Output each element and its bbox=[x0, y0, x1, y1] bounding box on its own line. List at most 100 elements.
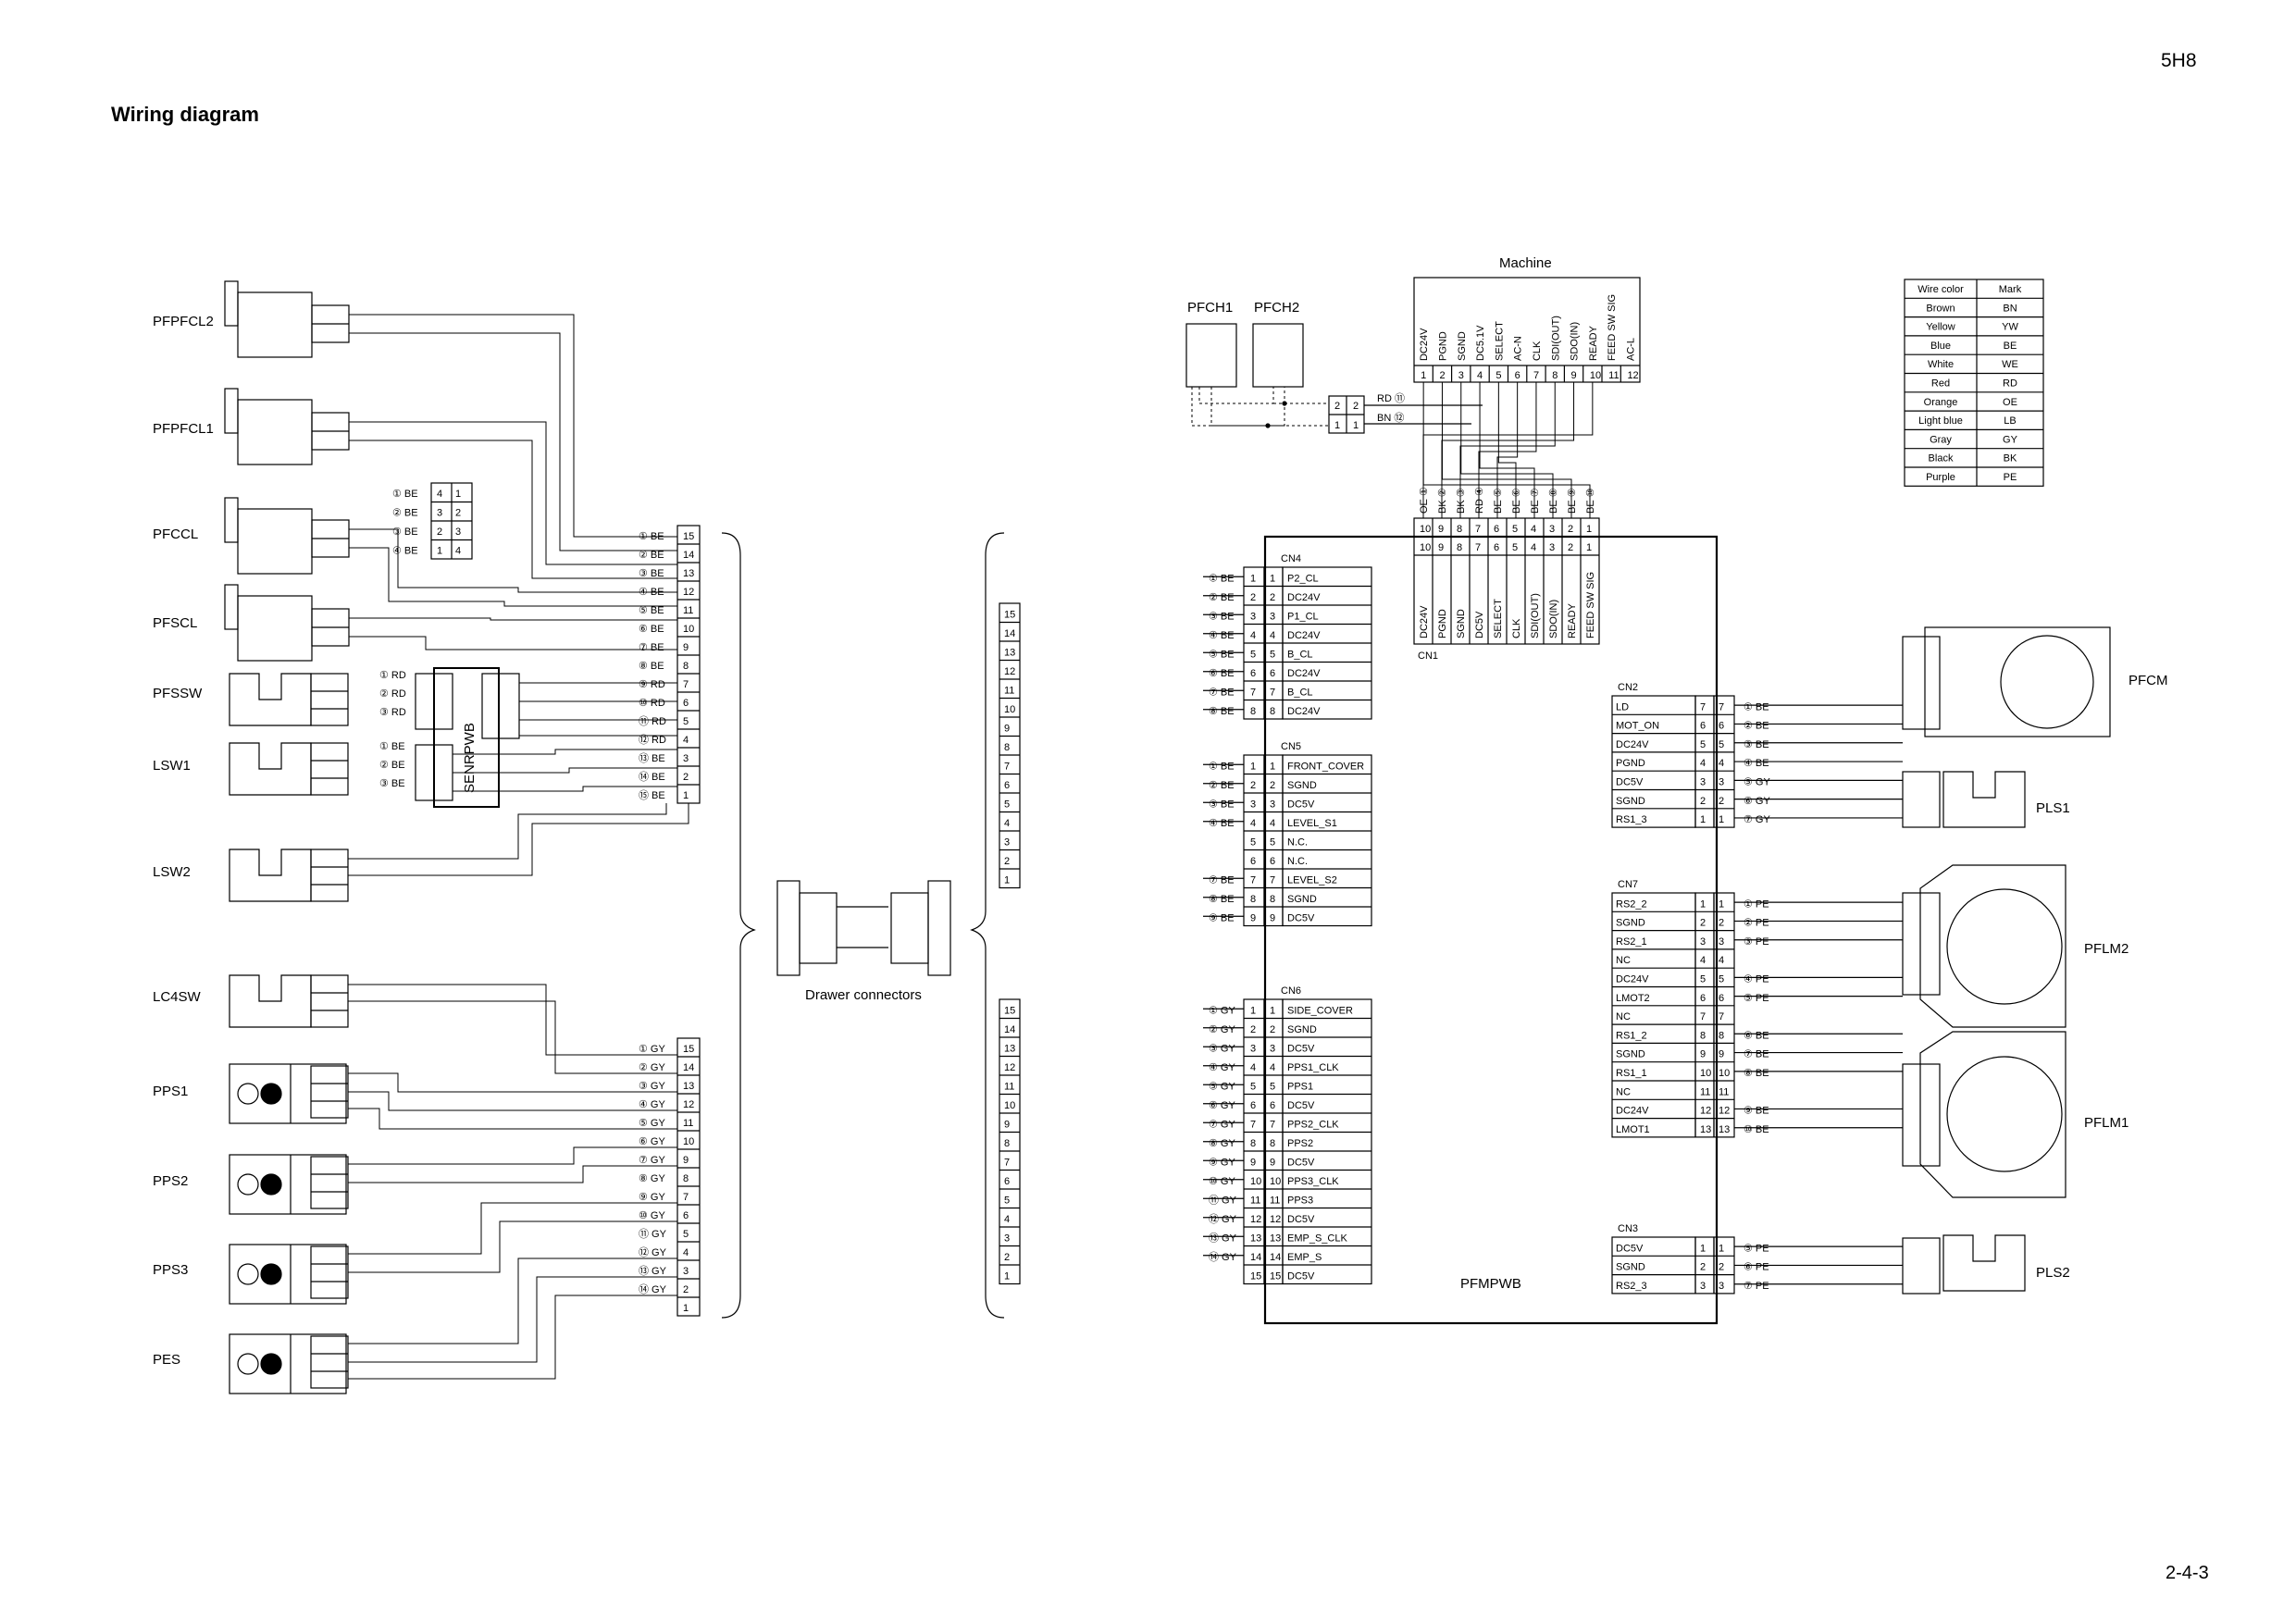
machine-signal: DC5.1V bbox=[1475, 325, 1486, 361]
pin-number: 7 bbox=[1270, 1120, 1275, 1131]
pin-number: 2 bbox=[1250, 1024, 1256, 1035]
pin-number: 3 bbox=[1250, 612, 1256, 623]
component-label-lsw1: LSW1 bbox=[153, 758, 191, 774]
component-label-pfpfcl2: PFPFCL2 bbox=[153, 314, 214, 329]
pin-number: 9 bbox=[1700, 1049, 1706, 1060]
pin-number: 10 bbox=[683, 624, 694, 635]
wire-label: ① BE bbox=[1744, 701, 1769, 712]
signal-name: SGND bbox=[1287, 780, 1317, 791]
clutch-pfccl bbox=[224, 497, 350, 575]
pin-number: 8 bbox=[1250, 894, 1256, 905]
pfch-wire-bn: BN ⑫ bbox=[1377, 412, 1404, 424]
wire-label: ① GY bbox=[639, 1044, 665, 1055]
wire-label: ⑫ GY bbox=[1209, 1213, 1237, 1225]
sensor-pps2 bbox=[229, 1154, 349, 1215]
pin-number: 6 bbox=[1719, 993, 1724, 1004]
stub-pin: 4 bbox=[1004, 1214, 1010, 1225]
pin-number: 1 bbox=[1700, 1243, 1706, 1254]
pin-number: 5 bbox=[683, 716, 689, 727]
cn1-pin: 7 bbox=[1475, 542, 1481, 553]
machine-pin: 4 bbox=[1477, 370, 1483, 381]
cn1-pin: 10 bbox=[1420, 542, 1431, 553]
cn1-pin: 4 bbox=[1531, 542, 1536, 553]
wire-label: ⑧ GY bbox=[639, 1173, 665, 1184]
pin-number: 14 bbox=[683, 550, 694, 561]
wire-label: ③ PE bbox=[1744, 936, 1769, 948]
pin-number: 12 bbox=[1719, 1106, 1730, 1117]
pin-number: 1 bbox=[1250, 762, 1256, 773]
machine-wire-label: BE ⑤ bbox=[1493, 488, 1504, 514]
drawer-connectors-symbol bbox=[776, 880, 951, 976]
pin-number: 1 bbox=[1250, 574, 1256, 585]
pin-number: 1 bbox=[683, 790, 689, 801]
stub-pin: 3 bbox=[1004, 1233, 1010, 1245]
sensor-pls2 bbox=[1902, 1234, 2026, 1295]
signal-name: B_CL bbox=[1287, 688, 1313, 699]
wire-label: ① BE bbox=[1209, 574, 1235, 585]
cn6-label: CN6 bbox=[1281, 985, 1301, 997]
pin-number: 6 bbox=[1700, 721, 1706, 732]
wire-label: ⑧ GY bbox=[1209, 1138, 1235, 1149]
legend-color: Black bbox=[1929, 453, 1954, 465]
cn2-label: CN2 bbox=[1618, 682, 1638, 693]
stub-pin: 1 bbox=[1004, 1271, 1010, 1282]
wire-label: ② GY bbox=[1209, 1024, 1235, 1035]
legend-color: Purple bbox=[1926, 472, 1955, 483]
pin-number: 2 bbox=[437, 527, 442, 538]
svg-text:2: 2 bbox=[1353, 401, 1359, 412]
pin-number: 4 bbox=[1250, 1062, 1256, 1073]
heater-pfch2 bbox=[1252, 323, 1304, 388]
switch-pfssw bbox=[229, 673, 349, 726]
pin-number: 7 bbox=[1700, 1011, 1706, 1022]
pin-number: 5 bbox=[683, 1229, 689, 1240]
machine-label: Machine bbox=[1499, 255, 1552, 271]
wire-label: ⑨ BE bbox=[1209, 913, 1235, 924]
signal-name: PPS2_CLK bbox=[1287, 1120, 1339, 1131]
component-label-pfccl: PFCCL bbox=[153, 527, 198, 542]
pin-number: 9 bbox=[1250, 1158, 1256, 1169]
wire-label: ③ BE bbox=[1209, 799, 1235, 811]
pin-number: 1 bbox=[1270, 762, 1275, 773]
signal-name: N.C. bbox=[1287, 856, 1308, 867]
pin-number: 4 bbox=[1270, 818, 1275, 829]
wire-label: ⑮ BE bbox=[639, 789, 665, 801]
pin-number: 11 bbox=[683, 605, 693, 616]
component-label-pps3: PPS3 bbox=[153, 1262, 188, 1278]
stub-pin: 7 bbox=[1004, 762, 1010, 773]
pin-number: 6 bbox=[1250, 1100, 1256, 1111]
wire-label: ⑤ GY bbox=[639, 1118, 665, 1129]
pfch-wire-rd: RD ⑪ bbox=[1377, 392, 1405, 404]
legend-color: Orange bbox=[1924, 397, 1958, 408]
signal-name: SGND bbox=[1616, 918, 1645, 929]
stub-pin: 10 bbox=[1004, 704, 1015, 715]
pin-number: 15 bbox=[1250, 1271, 1261, 1282]
pin-number: 2 bbox=[1700, 918, 1706, 929]
wire-label: ⑨ RD bbox=[639, 679, 665, 690]
wire-label: ① BE bbox=[1209, 762, 1235, 773]
signal-name: NC bbox=[1616, 1086, 1631, 1097]
wire-label: ⑨ GY bbox=[639, 1192, 665, 1203]
heater-pfch1 bbox=[1185, 323, 1237, 388]
stub-pin: 6 bbox=[1004, 1176, 1010, 1187]
signal-name: DC5V bbox=[1287, 1214, 1315, 1225]
legend-mark: YW bbox=[2002, 322, 2018, 333]
pin-number: 13 bbox=[683, 1081, 694, 1092]
pin-number: 1 bbox=[683, 1303, 689, 1314]
pin-number: 1 bbox=[1270, 574, 1275, 585]
pin-number: 5 bbox=[1250, 1082, 1256, 1093]
signal-name: NC bbox=[1616, 1011, 1631, 1022]
svg-text:1: 1 bbox=[1353, 420, 1359, 431]
pin-number: 2 bbox=[1270, 1024, 1275, 1035]
wire-label: ④ BE bbox=[1209, 818, 1235, 829]
machine-pin: 11 bbox=[1608, 370, 1619, 381]
cn1-pin: 8 bbox=[1457, 524, 1462, 535]
signal-name: B_CL bbox=[1287, 650, 1313, 661]
component-label-pflm2: PFLM2 bbox=[2084, 941, 2128, 957]
pin-number: 6 bbox=[683, 1210, 689, 1221]
wire-label: ⑧ BE bbox=[1209, 894, 1235, 905]
wire-label: ② BE bbox=[1209, 780, 1235, 791]
pin-number: 7 bbox=[1270, 688, 1275, 699]
cn1-pin: 1 bbox=[1586, 524, 1592, 535]
